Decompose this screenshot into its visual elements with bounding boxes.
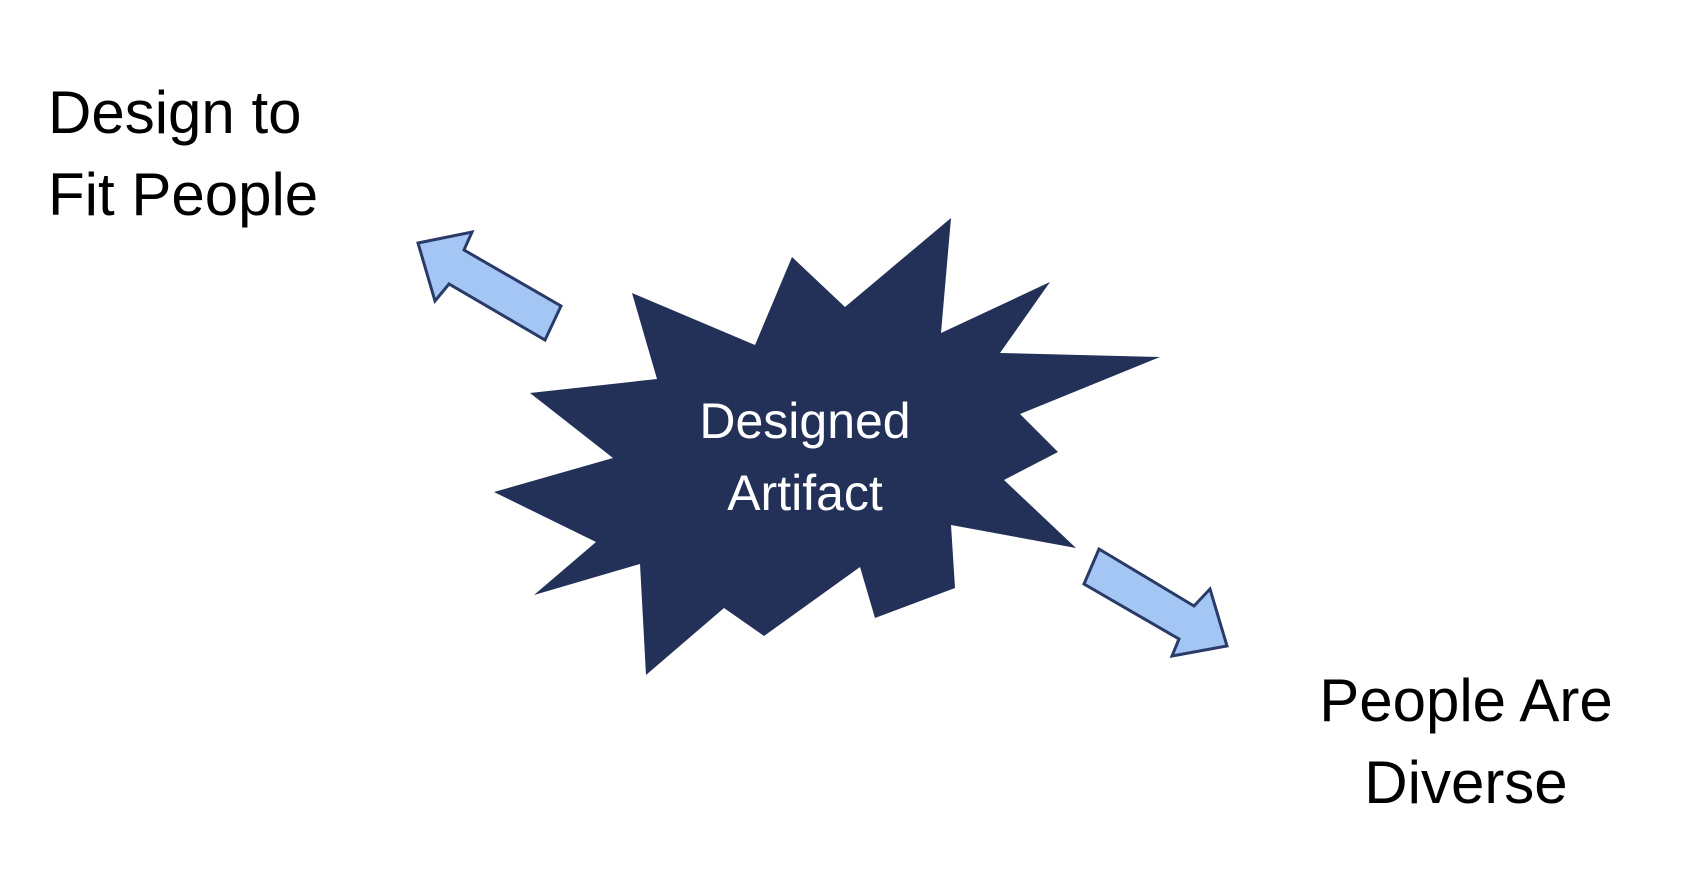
design-to-fit-people-label: Design to Fit People xyxy=(48,72,318,236)
label-line: People Are xyxy=(1319,667,1613,734)
label-line: Fit People xyxy=(48,161,319,228)
arrow-up-left-icon xyxy=(416,229,563,343)
arrow-down-right-icon xyxy=(1082,546,1229,658)
label-line: Artifact xyxy=(727,465,883,521)
starburst-icon xyxy=(494,218,1160,675)
label-line: Diverse xyxy=(1364,749,1568,816)
label-line: Design to xyxy=(48,79,302,146)
label-line: Designed xyxy=(699,393,911,449)
people-are-diverse-label: People Are Diverse xyxy=(1286,660,1646,824)
designed-artifact-label: Designed Artifact xyxy=(650,385,960,529)
